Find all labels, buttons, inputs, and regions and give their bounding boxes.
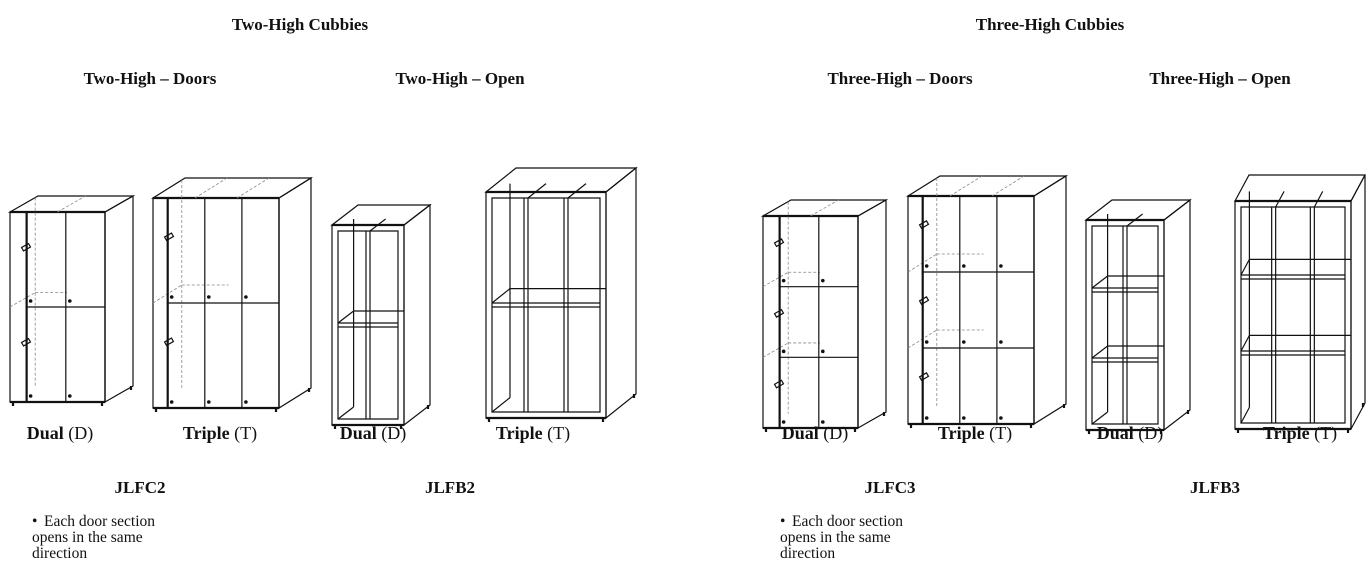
section-title-three-high-open: Three-High – Open — [1149, 69, 1291, 88]
note-two-high-doors: •Each door section opens in the same dir… — [32, 513, 156, 562]
cabinet-three-high-doors-triple — [905, 174, 1069, 428]
door-knob-icon — [821, 420, 825, 424]
door-knob-icon — [68, 299, 72, 303]
door-knob-icon — [244, 400, 248, 404]
product-code-jlfc2: JLFC2 — [114, 478, 166, 497]
item-label: Triple (T) — [495, 423, 571, 443]
bullet-icon: • — [32, 513, 38, 530]
item-label: Dual (D) — [781, 423, 849, 443]
group-title-two-high: Two-High Cubbies — [231, 15, 369, 34]
door-knob-icon — [999, 416, 1003, 420]
section-title-three-high-doors: Three-High – Doors — [827, 69, 973, 88]
product-code-jlfb3: JLFB3 — [1189, 478, 1241, 497]
door-knob-icon — [781, 278, 786, 283]
group-title-three-high: Three-High Cubbies — [975, 15, 1125, 34]
cabinet-two-high-doors-dual — [7, 194, 136, 406]
product-code-jlfb2: JLFB2 — [424, 478, 476, 497]
door-knob-icon — [169, 400, 174, 404]
door-knob-icon — [962, 340, 966, 344]
door-knob-icon — [207, 295, 211, 299]
section-title-two-high-doors: Two-High – Doors — [83, 69, 217, 88]
item-label: Dual (D) — [339, 423, 407, 443]
door-knob-icon — [821, 349, 825, 354]
bullet-icon: • — [780, 513, 786, 530]
door-knob-icon — [924, 264, 929, 268]
door-knob-icon — [207, 400, 211, 404]
item-label: Triple (T) — [182, 423, 258, 443]
door-knob-icon — [781, 420, 786, 424]
item-label: Triple (T) — [937, 423, 1013, 443]
cabinet-two-high-doors-triple — [150, 176, 314, 412]
door-knob-icon — [924, 416, 929, 420]
item-label: Dual (D) — [26, 423, 94, 443]
door-knob-icon — [68, 394, 72, 398]
note-three-high-doors: •Each door section opens in the same dir… — [780, 513, 904, 562]
cabinet-two-high-open-triple — [484, 166, 638, 422]
door-knob-icon — [962, 416, 966, 420]
door-knob-icon — [781, 349, 786, 354]
door-knob-icon — [999, 340, 1003, 344]
door-knob-icon — [28, 299, 33, 303]
cabinet-three-high-open-triple — [1233, 174, 1367, 433]
product-code-jlfc3: JLFC3 — [864, 478, 916, 497]
door-knob-icon — [962, 264, 966, 268]
door-knob-icon — [244, 295, 248, 299]
door-knob-icon — [999, 264, 1003, 268]
section-title-two-high-open: Two-High – Open — [395, 69, 525, 88]
item-label: Dual (D) — [1096, 423, 1164, 443]
item-label: Triple (T) — [1262, 423, 1338, 443]
door-knob-icon — [924, 340, 929, 344]
door-knob-icon — [821, 278, 825, 283]
cabinet-two-high-open-dual — [330, 203, 432, 429]
door-knob-icon — [28, 394, 33, 398]
cabinet-three-high-open-dual — [1084, 198, 1192, 434]
door-knob-icon — [169, 295, 174, 299]
cabinet-three-high-doors-dual — [760, 198, 889, 432]
